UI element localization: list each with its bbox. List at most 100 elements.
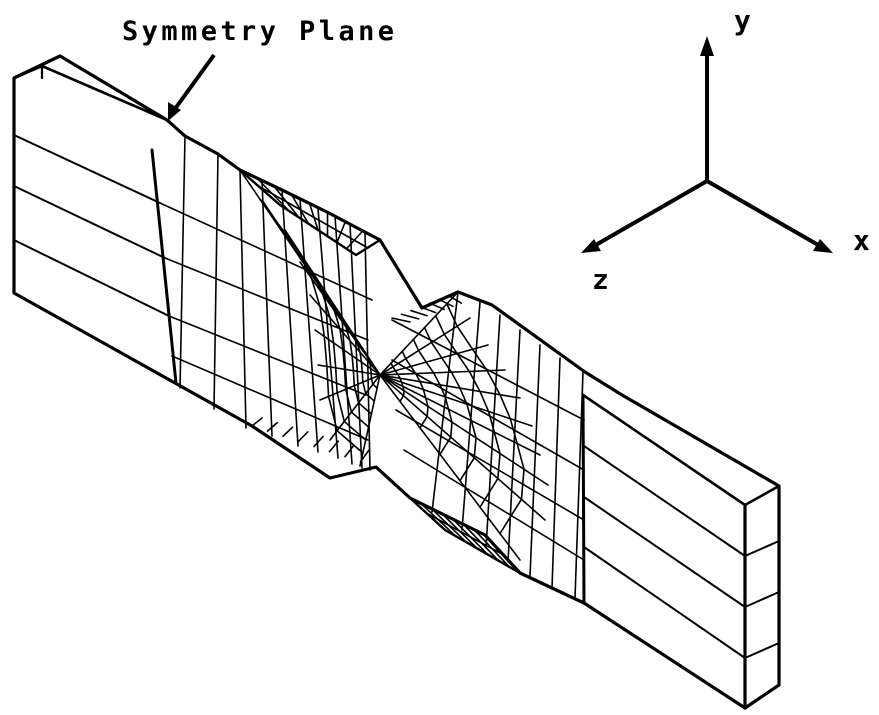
mesh-layer-line-right [391,319,585,421]
mesh-ring-segment [430,341,443,359]
mesh-radial-line [379,374,546,521]
mesh-layer-line-right [395,409,585,521]
mesh-ring-segment [479,477,499,508]
mesh-ring-segment [401,350,407,360]
mesh-ring-segment [468,370,481,393]
mesh-ring-segment [509,417,518,445]
mesh-ring-segment [449,421,453,438]
mesh-grid-lines [159,135,585,599]
mesh-ring-segment [365,353,370,360]
mesh-ring-segment [439,436,452,456]
mesh-ring-segment [424,397,429,408]
right-block-boundary [581,393,586,605]
mesh-chamfer-line [419,306,437,314]
mesh-radial-line [379,374,533,427]
mesh-ring-segment [359,351,363,363]
mesh-column-line-right [551,357,561,589]
mesh-radial-line [379,374,549,486]
mesh-ring-segment [412,338,420,352]
mesh-layer-line-left [171,355,369,441]
x-axis-arrowhead [813,239,833,253]
mesh-chamfer-line [328,440,340,453]
mesh-ring-segment [447,408,453,423]
mesh-ring-segment [345,324,354,335]
mesh-ring-segment [446,303,458,327]
mesh-ring-segment [372,383,378,389]
y-axis-label: y [734,4,751,37]
mesh-ring-segment [434,314,446,336]
mesh-ring-segment [350,411,370,428]
mesh-ring-segment [471,348,488,372]
mesh-radial-line [329,374,381,441]
mesh-ring-segment [456,352,471,373]
specimen-outline [12,54,781,710]
mesh-column-line-left [281,189,299,447]
mesh-radial-line [379,344,489,376]
mesh-chamfer-line [261,187,369,249]
mesh-chamfer-line [344,444,355,458]
mesh-chamfer-line [313,435,324,448]
mesh-ring-segment [479,390,490,413]
mesh-ring-segment [493,431,501,455]
mesh-ring-segment [422,388,427,399]
mesh-column-line-left [179,135,186,389]
mesh-ring-segment [419,415,428,429]
mesh-ring-segment [459,457,476,482]
mesh-radial-line [379,374,541,456]
mesh-column-line-right [574,371,584,599]
mesh-chamfer-line [282,426,294,438]
mesh-column-line-left [299,198,319,453]
mesh-radial-line [379,374,521,399]
mesh-ring-segment [344,325,351,342]
mesh-ring-segment [279,227,297,251]
mesh-column-line-right [507,329,521,563]
mesh-ring-segment [344,388,353,413]
mesh-ring-segment [364,392,376,402]
symmetry-plane-pointer [168,53,216,121]
mesh-ring-segment [361,371,364,383]
left-block-layer-lines [13,134,170,317]
mesh-chamfer-line [297,431,309,443]
mesh-ring-segment [440,357,453,373]
mesh-ring-segment [352,369,356,387]
mesh-ring-segment [278,224,300,252]
mesh-ring-segment [326,365,330,398]
mesh-column-line-right [461,301,481,531]
z-axis-arrowhead [581,239,601,253]
mesh-ring-segment [486,369,501,396]
mesh-ring-segment [369,362,372,370]
mesh-radial-line [379,369,506,376]
mesh-ring-segment [357,402,373,415]
mesh-layer-line-left [164,257,369,341]
mesh-chamfer-line [400,313,420,320]
z-axis-label: z [592,263,609,296]
mesh-ring-segment [432,372,441,386]
mesh-radial-line [379,374,521,561]
mesh-ring-segment [333,309,341,331]
mesh-layer-line-left [159,202,373,301]
mesh-ring-segment [332,342,337,369]
mesh-ring-segment [450,371,461,389]
y-axis-arrowhead [700,36,714,56]
right-block-top-edge [581,393,781,507]
mesh-ring-segment [404,357,412,368]
mesh-layer-line-right [403,449,585,561]
right-block-end-face-layers [744,540,780,659]
mesh-ring-segment [359,344,364,351]
mesh-ring-segment [336,429,364,454]
mesh-chamfer-line [410,309,428,317]
mesh-ring-segment [297,249,313,279]
mesh-ring-segment [349,339,353,357]
mesh-column-line-left [364,231,371,471]
mesh-ring-segment [338,312,347,328]
mesh-ring-segment [370,377,374,386]
mesh-column-line-left [349,223,363,469]
mesh-column-line-left [334,215,353,465]
mesh-ring-segment [322,293,331,319]
mesh-ring-segment [499,498,523,535]
mesh-radial-line [317,364,381,376]
mesh-ring-segment [399,394,405,403]
mesh-ring-segment [360,361,364,373]
mesh-ring-segment [443,333,458,355]
